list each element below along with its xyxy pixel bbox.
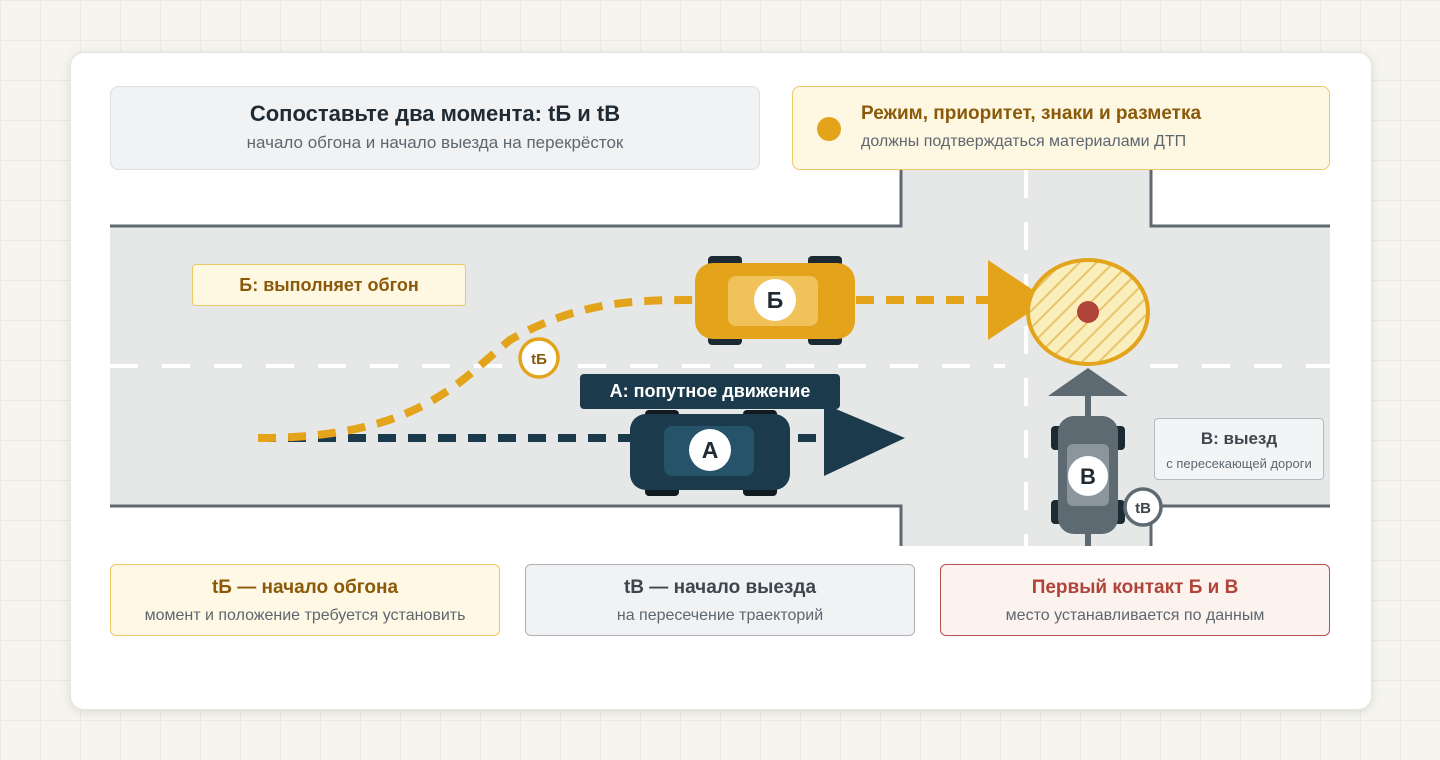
svg-text:tВ: tВ xyxy=(1135,500,1151,517)
trajectory-v xyxy=(1085,394,1091,412)
info-card-title: tВ — начало выезда xyxy=(623,577,817,598)
vehicle-v-label-subtitle: с пересекающей дороги xyxy=(1166,456,1312,471)
contact-point-icon xyxy=(1077,301,1099,323)
info-card-exit-start: tВ — начало выезда на пересечение траект… xyxy=(525,564,915,636)
info-card-title: Первый контакт Б и В xyxy=(1031,577,1239,598)
vehicle-v-label: В: выезд с пересекающей дороги xyxy=(1154,418,1324,480)
time-marker-b: tБ xyxy=(518,337,560,379)
info-card-subtitle: место устанавливается по данным xyxy=(1005,607,1265,624)
vehicle-v-letter: В xyxy=(1080,464,1096,489)
page-title: Сопоставьте два момента: tБ и tВ xyxy=(249,101,621,126)
svg-text:tБ: tБ xyxy=(531,351,547,368)
vehicle-b-letter: Б xyxy=(767,287,784,313)
info-card-subtitle: на пересечение траекторий xyxy=(616,607,824,624)
vehicle-a-letter: А xyxy=(702,437,719,463)
trajectory-b xyxy=(257,296,697,442)
vehicle-a-label: А: попутное движение xyxy=(580,374,840,409)
contact-zone xyxy=(1026,258,1150,366)
vehicle-b-label: Б: выполняет обгон xyxy=(192,264,466,306)
info-card-title: tБ — начало обгона xyxy=(211,577,399,598)
trajectory-v-arrow xyxy=(1048,368,1128,396)
trajectory-a-arrow xyxy=(824,404,905,476)
page-subtitle: начало обгона и начало выезда на перекрё… xyxy=(246,133,624,152)
header-box: Сопоставьте два момента: tБ и tВ начало … xyxy=(110,86,760,170)
notice-dot-icon xyxy=(817,117,841,141)
notice-box: Режим, приоритет, знаки и разметка должн… xyxy=(792,86,1330,170)
vehicle-b: Б xyxy=(695,256,855,345)
notice-title: Режим, приоритет, знаки и разметка xyxy=(861,103,1202,124)
time-marker-v: tВ xyxy=(1123,487,1163,527)
info-card-subtitle: момент и положение требуется установить xyxy=(144,607,466,624)
trajectory-b-arrow xyxy=(988,260,1048,340)
info-card-first-contact: Первый контакт Б и В место устанавливает… xyxy=(940,564,1330,636)
info-card-overtake-start: tБ — начало обгона момент и положение тр… xyxy=(110,564,500,636)
notice-subtitle: должны подтверждаться материалами ДТП xyxy=(861,133,1187,150)
vehicle-v-label-title: В: выезд xyxy=(1200,429,1278,448)
vehicle-a: А xyxy=(630,410,790,496)
vehicle-v: В xyxy=(1051,412,1125,546)
